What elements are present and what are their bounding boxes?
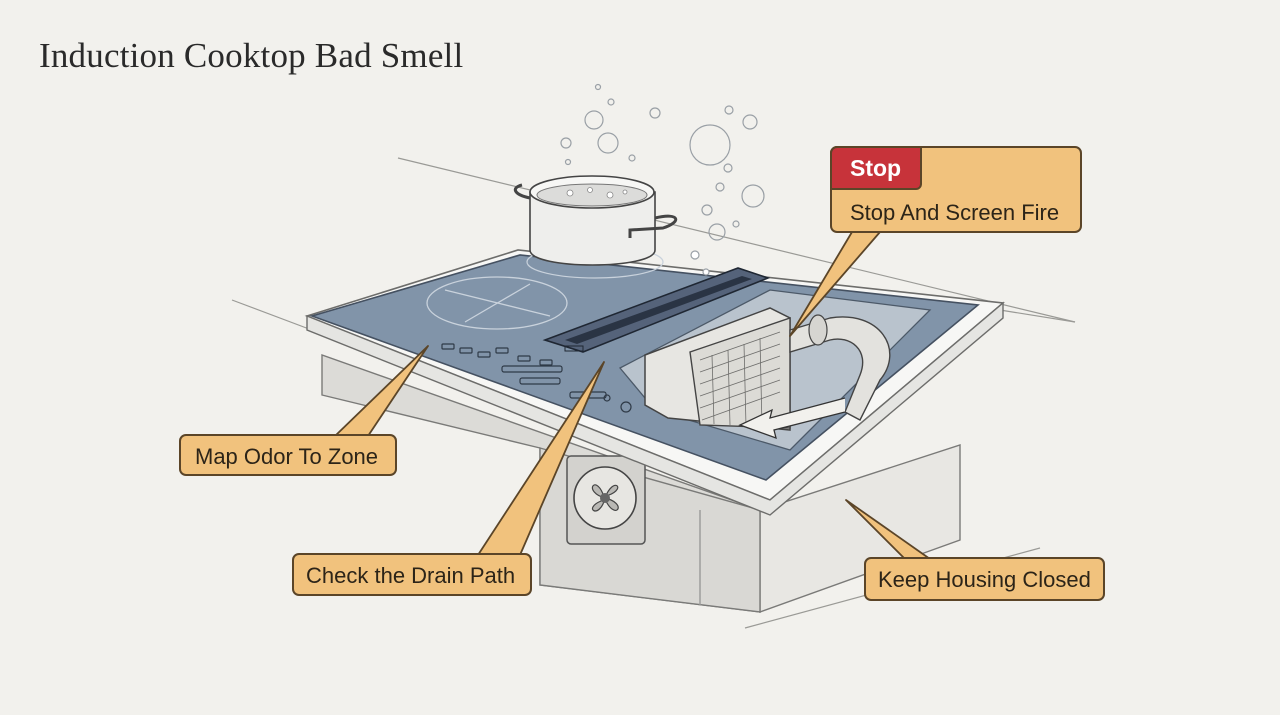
callout-drain-path: Check the Drain Path <box>292 553 532 596</box>
downdraft-vent <box>542 267 771 353</box>
page-title: Induction Cooktop Bad Smell <box>39 36 464 75</box>
callout-housing-text: Keep Housing Closed <box>878 567 1091 592</box>
cooking-pot-icon <box>513 175 677 266</box>
fan-icon <box>566 455 646 545</box>
grease-filter <box>644 307 891 440</box>
callout-stop-and-screen-fire: Stop Stop And Screen Fire <box>830 146 1082 233</box>
cooking-zone-left <box>426 276 568 330</box>
callout-drain-text: Check the Drain Path <box>306 563 516 588</box>
callout-pointers <box>334 231 931 560</box>
callout-map-odor-text: Map Odor To Zone <box>195 444 379 469</box>
stop-badge: Stop <box>830 146 922 190</box>
callout-map-odor: Map Odor To Zone <box>179 434 397 476</box>
callout-stop-text: Stop And Screen Fire <box>850 200 1060 225</box>
callout-keep-housing-closed: Keep Housing Closed <box>864 557 1105 601</box>
steam-bubbles <box>560 83 765 276</box>
